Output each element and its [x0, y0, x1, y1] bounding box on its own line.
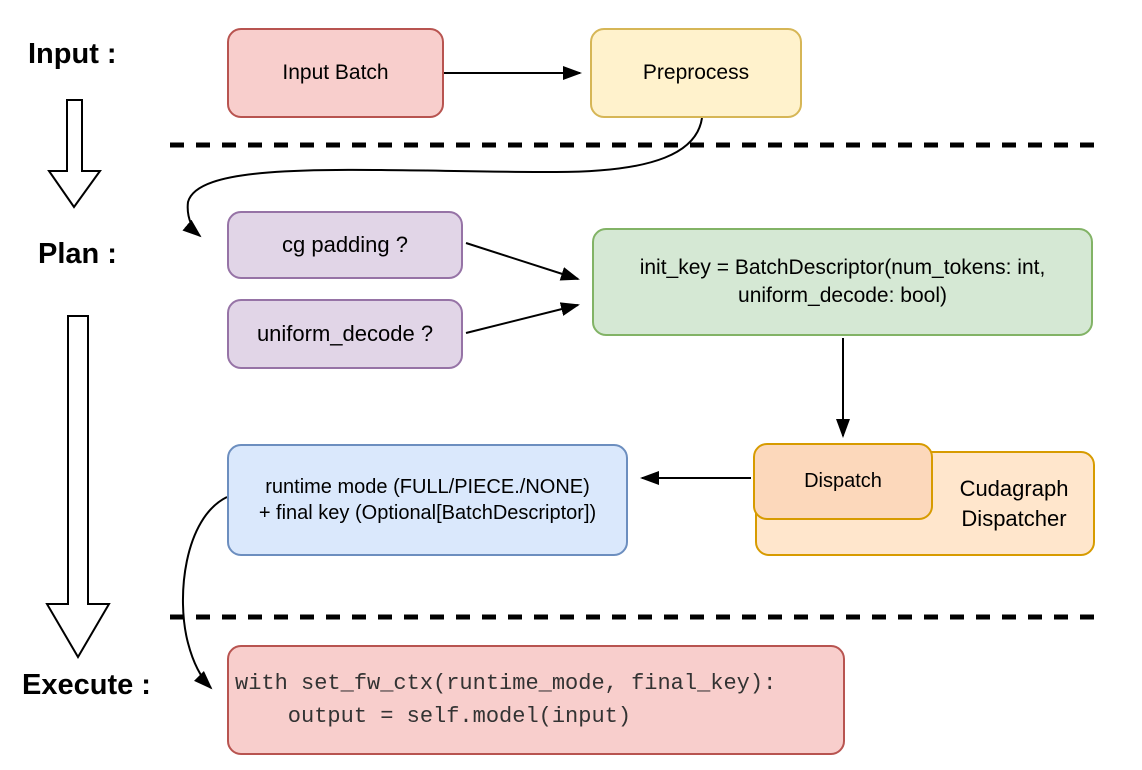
node-preprocess: Preprocess: [590, 28, 802, 118]
execute-code-line2: output = self.model(input): [235, 704, 632, 729]
node-init-key: init_key = BatchDescriptor(num_tokens: i…: [592, 228, 1093, 336]
node-cudagraph-line2: Dispatcher: [961, 505, 1067, 531]
node-execute-code: with set_fw_ctx(runtime_mode, final_key)…: [227, 645, 845, 755]
node-uniform-decode: uniform_decode ?: [227, 299, 463, 369]
stage-label-execute: Execute :: [22, 669, 151, 701]
arrow-preprocess-to-cgpadding-curve: [182, 117, 703, 238]
stage-label-input: Input :: [28, 38, 117, 70]
execute-code-line1: with set_fw_ctx(runtime_mode, final_key)…: [235, 671, 777, 696]
node-runtime-final-line2: + final key (Optional[BatchDescriptor]): [258, 502, 597, 524]
hollow-arrow-plan-to-execute: [45, 315, 111, 659]
node-dispatch: Dispatch: [753, 443, 933, 520]
arrow-cgpadding-to-initkey: [465, 242, 580, 281]
node-cudagraph-line1: Cudagraph: [959, 476, 1069, 502]
arrow-uniformdecode-to-initkey: [465, 302, 580, 334]
node-runtime-final-key: runtime mode (FULL/PIECE./NONE) + final …: [227, 444, 628, 556]
node-cg-padding: cg padding ?: [227, 211, 463, 279]
arrow-runtimemode-to-executecode-curve: [181, 496, 228, 690]
node-input-batch: Input Batch: [227, 28, 444, 118]
node-init-key-line2: uniform_decode: bool): [738, 284, 947, 307]
node-preprocess-label: Preprocess: [642, 61, 750, 85]
node-dispatch-label: Dispatch: [804, 470, 882, 493]
node-input-batch-label: Input Batch: [282, 61, 389, 85]
node-cg-padding-label: cg padding ?: [282, 232, 408, 258]
node-init-key-line1: init_key = BatchDescriptor(num_tokens: i…: [639, 256, 1046, 280]
node-uniform-decode-label: uniform_decode ?: [256, 321, 434, 347]
node-runtime-final-line1: runtime mode (FULL/PIECE./NONE): [265, 475, 590, 498]
stage-label-plan: Plan :: [38, 238, 117, 270]
hollow-arrow-input-to-plan: [47, 99, 102, 209]
